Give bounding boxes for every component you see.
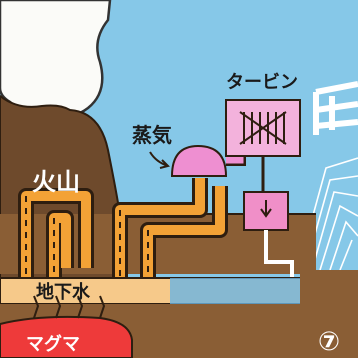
power-line-frame (313, 81, 358, 135)
water-tank-arrow (260, 200, 272, 218)
steam-label: 蒸気 (132, 123, 172, 147)
water-return-pipe (264, 230, 294, 278)
corner-mark: ⑦ (318, 327, 340, 357)
deep-ground-right (300, 270, 358, 358)
turbine-rotor (239, 111, 287, 145)
volcano-smoke (0, 0, 112, 116)
turbine-label: タービン (226, 72, 298, 93)
steam-arrow (149, 151, 170, 169)
groundwater-label: 地下水 (36, 281, 91, 303)
magma-label: マグマ (26, 333, 80, 355)
volcano-label: 火山 (32, 168, 80, 196)
steam-dome (170, 144, 228, 177)
groundwater-blue (170, 278, 316, 304)
steam-pipes (18, 178, 228, 282)
heat-arrows (33, 295, 106, 319)
